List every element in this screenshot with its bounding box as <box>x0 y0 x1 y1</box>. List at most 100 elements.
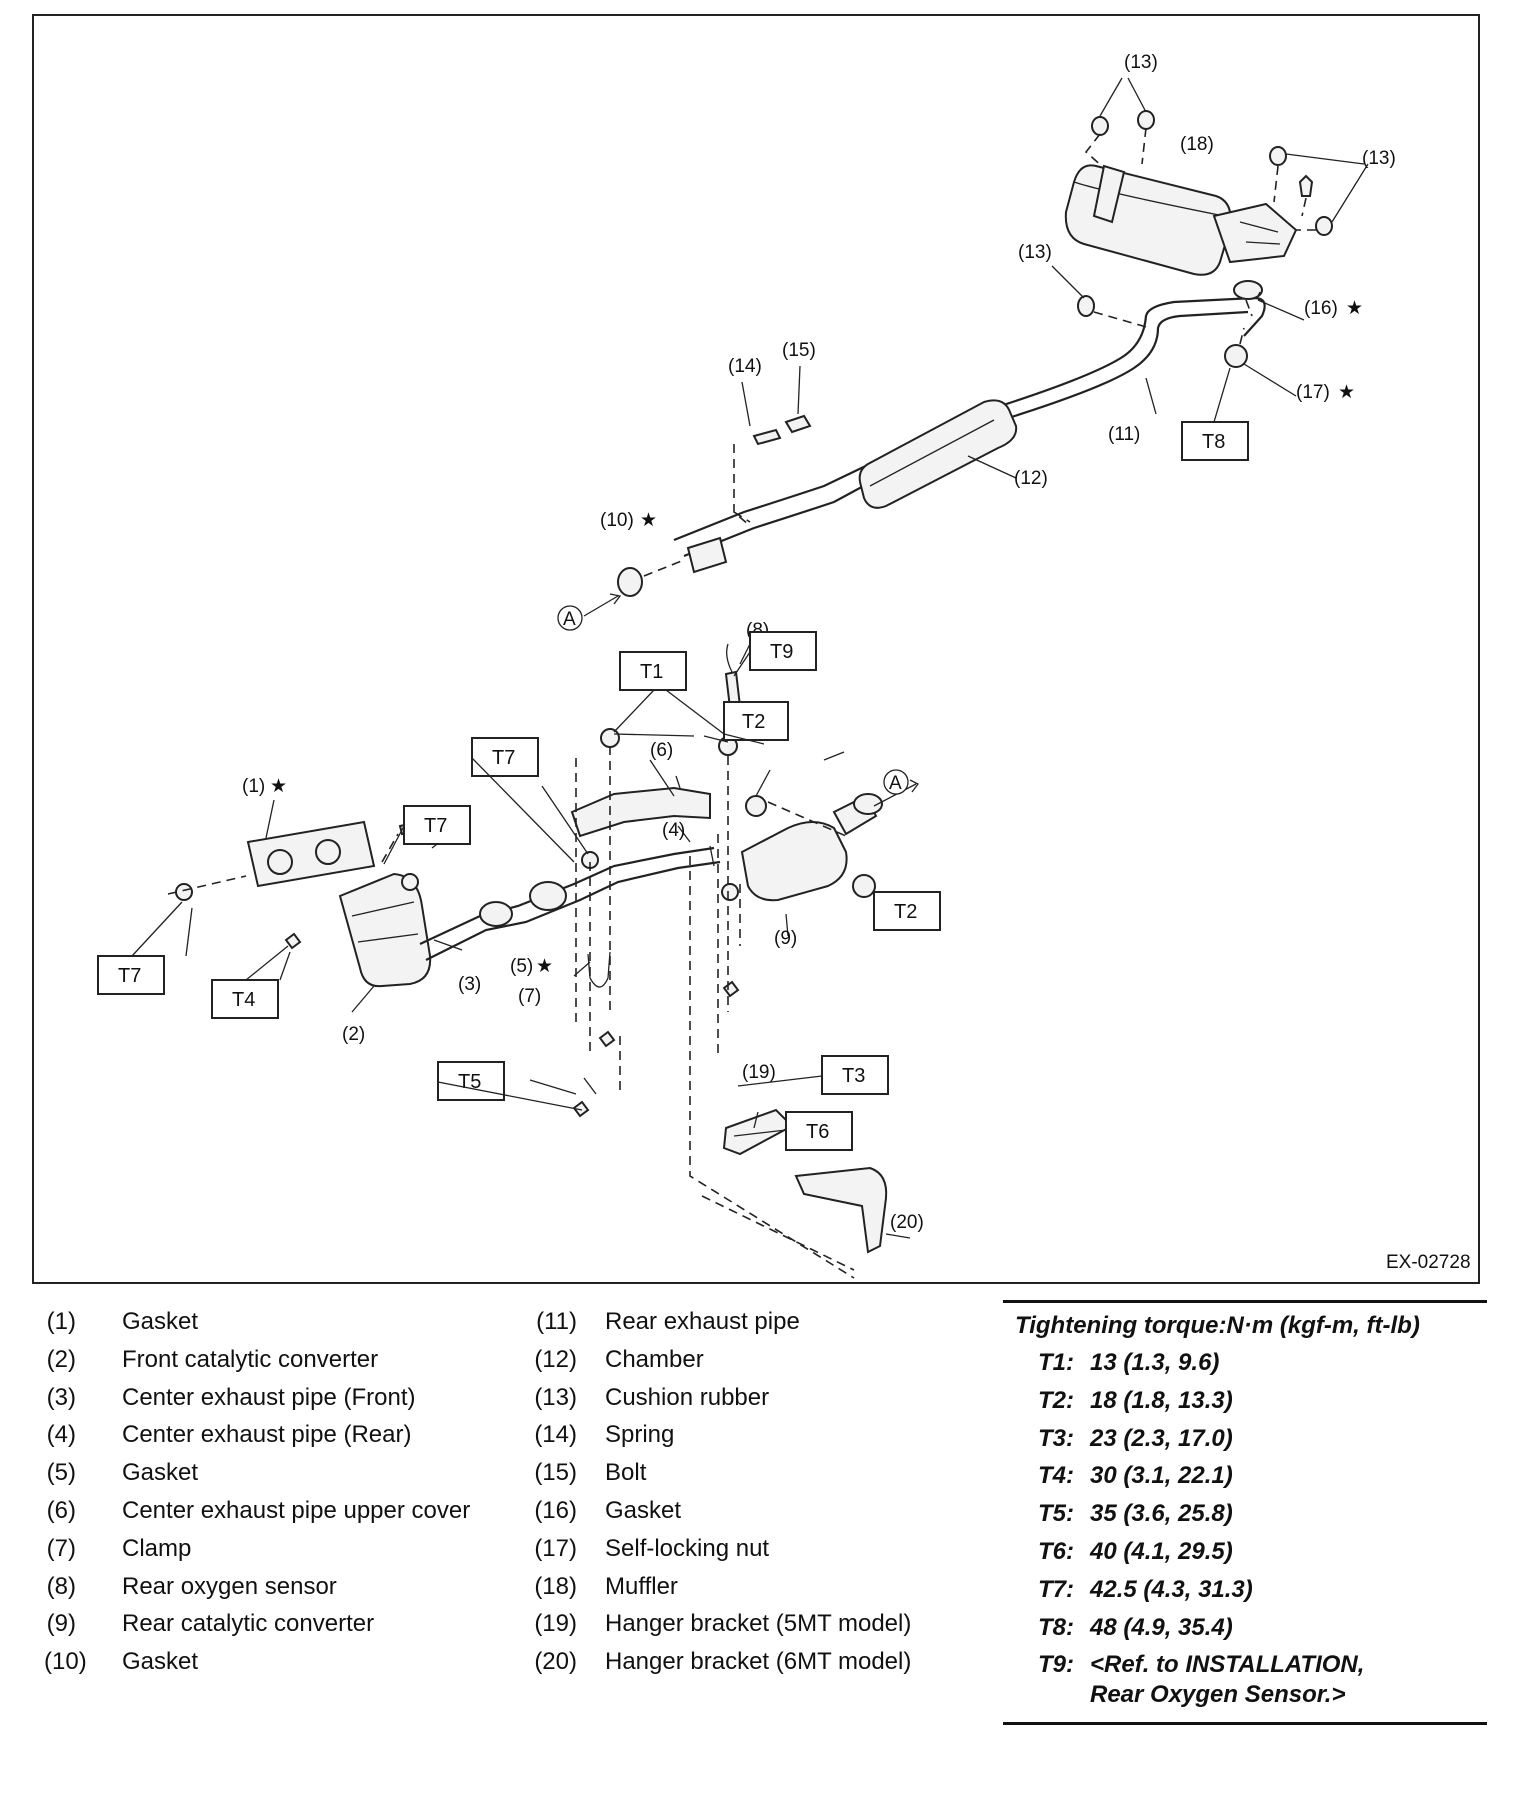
legend-item-name: Rear oxygen sensor <box>122 1572 337 1600</box>
star-icon: ★ <box>270 776 287 797</box>
torque-code-t6: T6 <box>806 1121 829 1143</box>
callout-10: (10) <box>600 510 634 531</box>
torque-value: 35 (3.6, 25.8) <box>1090 1500 1233 1528</box>
callout-13-right: (13) <box>1362 148 1396 169</box>
torque-value: 18 (1.8, 13.3) <box>1090 1386 1233 1414</box>
legend-item-name: Rear catalytic converter <box>122 1610 375 1638</box>
callout-9: (9) <box>774 928 797 949</box>
star-icon: ★ <box>1338 382 1355 403</box>
callout-2: (2) <box>342 1024 365 1045</box>
legend-item: (2)Front catalytic converter <box>44 1341 470 1379</box>
parts-legend-left: (1)Gasket(2)Front catalytic converter(3)… <box>44 1303 470 1681</box>
callout-6: (6) <box>650 740 673 761</box>
chamber-drawing <box>617 365 1018 597</box>
torque-code: T8: <box>1038 1613 1074 1641</box>
callout-11: (11) <box>1108 424 1140 445</box>
torque-row: T3: 23 (2.3, 17.0) <box>1003 1420 1487 1458</box>
torque-value: 40 (4.1, 29.5) <box>1090 1537 1233 1565</box>
torque-value: <Ref. to INSTALLATION, Rear Oxygen Senso… <box>1090 1651 1365 1709</box>
callout-5: (5) <box>510 956 533 977</box>
legend-item: (8)Rear oxygen sensor <box>44 1568 470 1606</box>
star-icon: ★ <box>640 510 657 531</box>
legend-item-name: Chamber <box>605 1345 704 1373</box>
legend-item-name: Self-locking nut <box>605 1534 770 1562</box>
rear-exhaust-pipe-drawing <box>993 265 1305 422</box>
legend-item: (9) Rear catalytic converter <box>44 1605 470 1643</box>
torque-code-t7: T7 <box>424 815 447 837</box>
legend-item-name: Gasket <box>122 1459 199 1487</box>
legend-item: (11) Rear exhaust pipe <box>530 1303 911 1341</box>
legend-item-number: (11) <box>536 1308 577 1335</box>
legend-item-name: Bolt <box>605 1459 647 1487</box>
torque-row: T5: 35 (3.6, 25.8) <box>1003 1495 1487 1533</box>
exhaust-system-diagram: (13) (18) (13) (13) (16) ★ (17) ★ (11) T… <box>32 14 1480 1284</box>
torque-code: T1: <box>1038 1349 1074 1376</box>
legend-item-name: Clamp <box>122 1534 192 1562</box>
diagram-canvas: (13) (18) (13) (13) (16) ★ (17) ★ (11) T… <box>97 52 1471 1279</box>
star-icon: ★ <box>1346 298 1363 319</box>
torque-box-t1 <box>619 651 687 691</box>
legend-item: (10)Gasket <box>44 1643 470 1681</box>
callout-14: (14) <box>728 356 762 377</box>
legend-item-number: (13) <box>534 1383 577 1411</box>
callout-17: (17) <box>1296 382 1330 403</box>
legend-item: (5) Gasket <box>44 1454 470 1492</box>
torque-box-t8 <box>1181 421 1249 461</box>
parts-legend-middle: (11) Rear exhaust pipe (12)Chamber(13)Cush… <box>530 1303 911 1681</box>
torque-box-t2-top <box>723 701 789 741</box>
legend-item-name: Gasket <box>122 1648 199 1676</box>
legend-item-name: Gasket <box>122 1308 199 1335</box>
torque-box-t7-right <box>403 805 471 845</box>
legend-item: (4)Center exhaust pipe (Rear) <box>44 1416 470 1454</box>
torque-code: T6: <box>1038 1537 1074 1565</box>
torque-code-t3: T3 <box>842 1065 865 1087</box>
torque-box-t6 <box>785 1111 853 1151</box>
legend-item-number: (16) <box>534 1496 577 1524</box>
legend-item-number: (4) <box>46 1421 76 1449</box>
torque-code-t2: T2 <box>742 711 765 733</box>
torque-row: T4:30 (3.1, 22.1) <box>1003 1457 1487 1495</box>
torque-code: T9: <box>1038 1651 1074 1679</box>
torque-value: 48 (4.9, 35.4) <box>1090 1613 1233 1641</box>
torque-code: T4: <box>1038 1462 1074 1490</box>
legend-item: (19) Hanger bracket (5MT model) <box>530 1605 911 1643</box>
callout-18: (18) <box>1180 134 1214 155</box>
torque-code: T7: <box>1038 1575 1074 1603</box>
torque-code-t8: T8 <box>1202 431 1225 453</box>
torque-row: T8: 48 (4.9, 35.4) <box>1003 1609 1487 1647</box>
torque-code-t1: T1 <box>640 661 663 683</box>
muffler-drawing <box>1064 77 1369 276</box>
legend-item-name: Hanger bracket (5MT model) <box>605 1610 912 1638</box>
star-icon: ★ <box>536 956 553 977</box>
callout-13-pipe: (13) <box>1018 242 1052 263</box>
legend-item-name: Muffler <box>605 1572 678 1600</box>
callout-19: (19) <box>742 1062 776 1083</box>
figure-id: EX-02728 <box>1386 1252 1471 1273</box>
legend-item-number: (19) <box>534 1610 577 1638</box>
legend-item-number: (15) <box>534 1459 577 1487</box>
callout-1: (1) <box>242 776 265 797</box>
legend-item-name: Rear exhaust pipe <box>605 1308 800 1335</box>
legend-item: (20)Hanger bracket (6MT model) <box>530 1643 911 1681</box>
legend-item: (18) Muffler <box>530 1568 911 1606</box>
legend-item-number: (5) <box>46 1459 76 1487</box>
legend-item-number: (14) <box>534 1421 577 1449</box>
torque-code-t2: T2 <box>894 901 917 923</box>
torque-code: T3: <box>1038 1424 1074 1452</box>
legend-item-name: Gasket <box>605 1496 682 1524</box>
legend-item: (12)Chamber <box>530 1341 911 1379</box>
torque-code: T5: <box>1038 1500 1074 1528</box>
legend-item: (13)Cushion rubber <box>530 1379 911 1417</box>
torque-table-heading: Tightening torque:N·m (kgf-m, ft-lb) <box>1015 1312 1420 1339</box>
torque-value: 23 (2.3, 17.0) <box>1090 1424 1233 1452</box>
legend-item-number: (9) <box>46 1610 76 1638</box>
legend-item-number: (20) <box>534 1648 577 1676</box>
torque-code-t9: T9 <box>770 641 793 663</box>
torque-row: T7:42.5 (4.3, 31.3) <box>1003 1571 1487 1609</box>
reference-a-upper: A <box>883 769 909 795</box>
legend-item: (16) Gasket <box>530 1492 911 1530</box>
legend-item-name: Front catalytic converter <box>122 1345 379 1373</box>
callout-15: (15) <box>782 340 816 361</box>
torque-row: T1:13 (1.3, 9.6) <box>1003 1344 1487 1382</box>
legend-item-number: (18) <box>534 1572 577 1600</box>
